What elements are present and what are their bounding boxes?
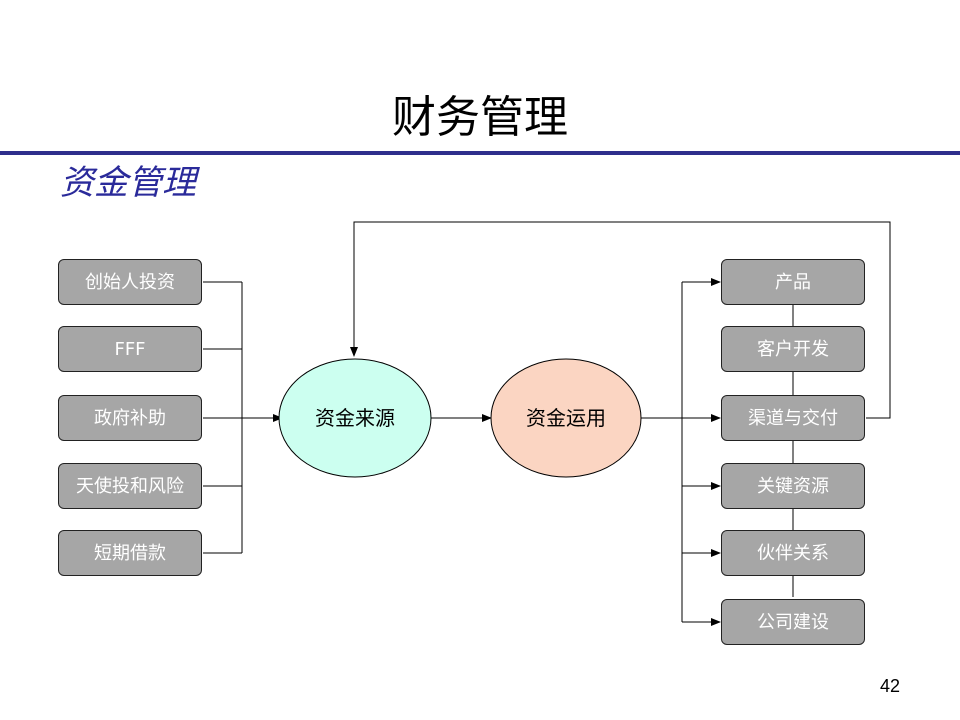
use-box-key-resources: 关键资源	[721, 463, 865, 509]
source-hub-label: 资金来源	[315, 406, 395, 430]
source-box-founder: 创始人投资	[58, 259, 202, 305]
source-box-government: 政府补助	[58, 395, 202, 441]
feedback-loop-arrow	[350, 221, 891, 419]
use-box-customer: 客户开发	[721, 326, 865, 372]
use-box-channel: 渠道与交付	[721, 395, 865, 441]
source-connectors	[203, 281, 283, 554]
use-box-partners: 伙伴关系	[721, 530, 865, 576]
title-divider	[0, 151, 960, 155]
source-box-angel-vc: 天使投和风险	[58, 463, 202, 509]
slide-title: 财务管理	[392, 92, 568, 143]
source-box-short-loan: 短期借款	[58, 530, 202, 576]
source-box-fff: FFF	[58, 326, 202, 372]
section-subtitle: 资金管理	[60, 163, 196, 203]
use-box-company-building: 公司建设	[721, 599, 865, 645]
source-hub-ellipse	[278, 358, 432, 478]
use-hub-label: 资金运用	[526, 406, 606, 430]
use-box-product: 产品	[721, 259, 865, 305]
use-hub-ellipse	[490, 358, 642, 478]
page-number: 42	[880, 676, 901, 696]
